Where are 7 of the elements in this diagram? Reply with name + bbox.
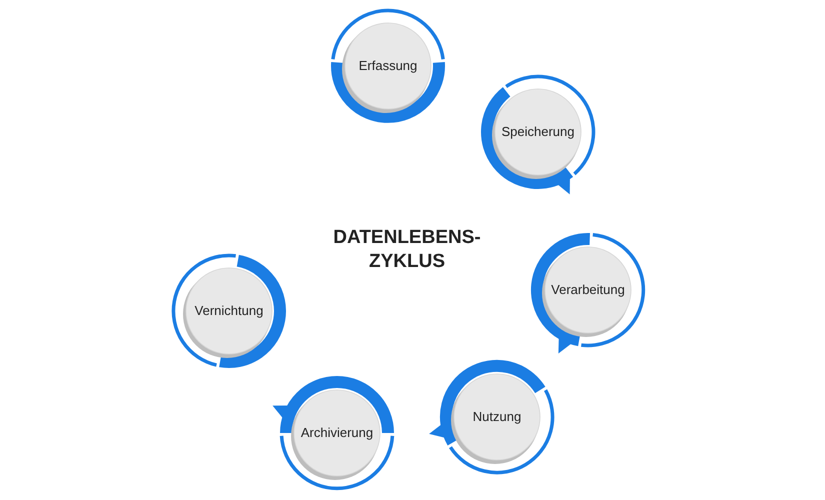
step-label: Archivierung — [300, 425, 374, 441]
step-label: Erfassung — [358, 58, 418, 74]
step-label: Verarbeitung — [551, 282, 625, 298]
step-label: Speicherung — [502, 124, 574, 140]
step-label: Vernichtung — [194, 303, 264, 319]
diagram-title: DATENLEBENS- ZYKLUS — [332, 226, 482, 274]
step-label: Nutzung — [472, 409, 522, 425]
